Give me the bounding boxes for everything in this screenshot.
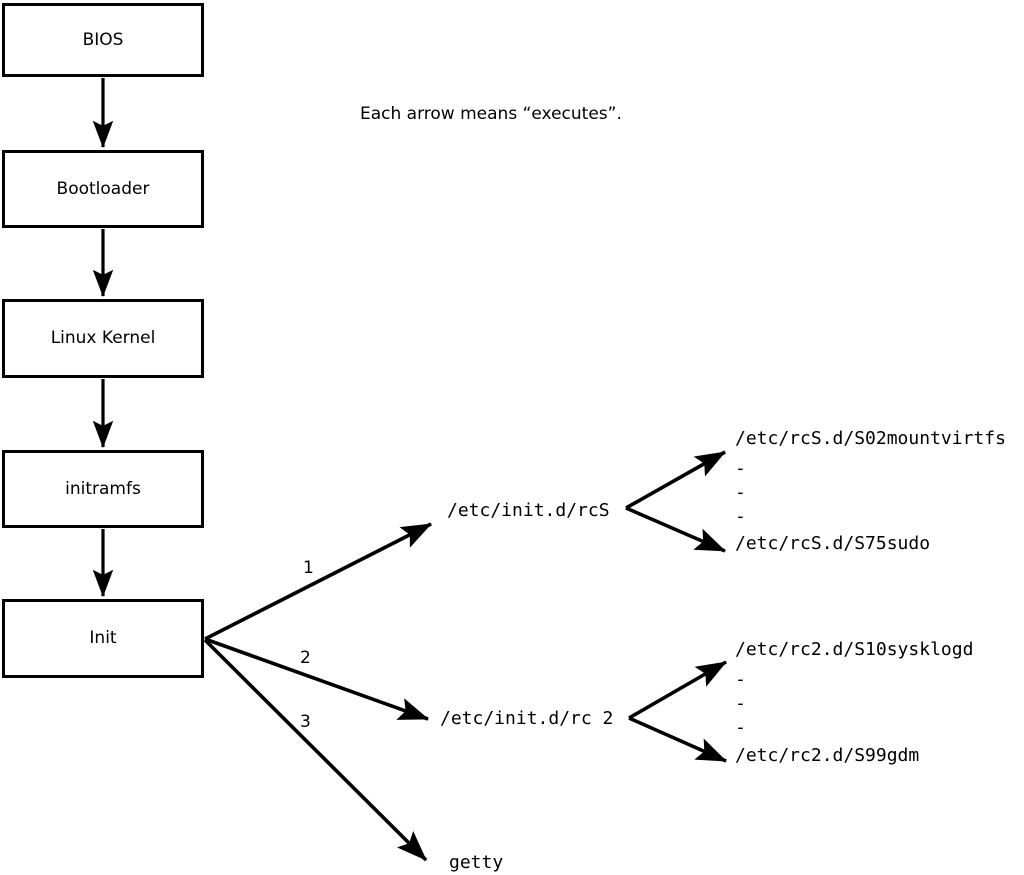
arrow-rcs-to-first-script bbox=[625, 450, 726, 510]
node-init-label: Init bbox=[89, 628, 117, 648]
edge-number-1: 1 bbox=[303, 558, 314, 578]
node-initramfs[interactable]: initramfs bbox=[2, 450, 204, 528]
legend-note: Each arrow means “executes”. bbox=[360, 104, 622, 124]
rc2-child-last[interactable]: /etc/rc2.d/S99gdm bbox=[735, 745, 920, 766]
arrow-init-to-rcs bbox=[204, 522, 432, 641]
edge-number-2: 2 bbox=[300, 648, 311, 668]
arrow-init-to-rc2 bbox=[204, 637, 430, 721]
node-initramfs-label: initramfs bbox=[65, 478, 141, 499]
node-linux-kernel-label: Linux Kernel bbox=[50, 328, 156, 348]
arrow-rc2-to-last-script bbox=[628, 716, 727, 763]
arrow-rc2-to-first-script bbox=[628, 660, 727, 720]
node-bootloader-label: Bootloader bbox=[56, 178, 150, 199]
arrow-init-to-getty bbox=[203, 638, 428, 862]
rcs-ellipsis-dash-3: - bbox=[735, 506, 746, 527]
arrow-rcs-to-last-script bbox=[625, 506, 726, 553]
rc2-ellipsis-dash-2: - bbox=[735, 693, 746, 714]
script-getty-label[interactable]: getty bbox=[449, 852, 504, 873]
rcs-child-first[interactable]: /etc/rcS.d/S02mountvirtfs bbox=[735, 428, 1006, 449]
edge-number-3: 3 bbox=[300, 712, 311, 732]
node-bootloader[interactable]: Bootloader bbox=[2, 150, 204, 228]
rcs-child-last[interactable]: /etc/rcS.d/S75sudo bbox=[735, 533, 931, 554]
node-bios-label: BIOS bbox=[82, 29, 124, 50]
rc2-child-first[interactable]: /etc/rc2.d/S10sysklogd bbox=[735, 639, 974, 660]
script-rc2-label[interactable]: /etc/init.d/rc 2 bbox=[440, 708, 614, 729]
node-init[interactable]: Init bbox=[2, 599, 204, 678]
node-linux-kernel[interactable]: Linux Kernel bbox=[2, 299, 204, 378]
node-bios[interactable]: BIOS bbox=[2, 3, 204, 77]
rc2-ellipsis-dash-1: - bbox=[735, 669, 746, 690]
script-rcs-label[interactable]: /etc/init.d/rcS bbox=[447, 500, 610, 521]
rc2-ellipsis-dash-3: - bbox=[735, 717, 746, 738]
rcs-ellipsis-dash-1: - bbox=[735, 458, 746, 479]
rcs-ellipsis-dash-2: - bbox=[735, 482, 746, 503]
